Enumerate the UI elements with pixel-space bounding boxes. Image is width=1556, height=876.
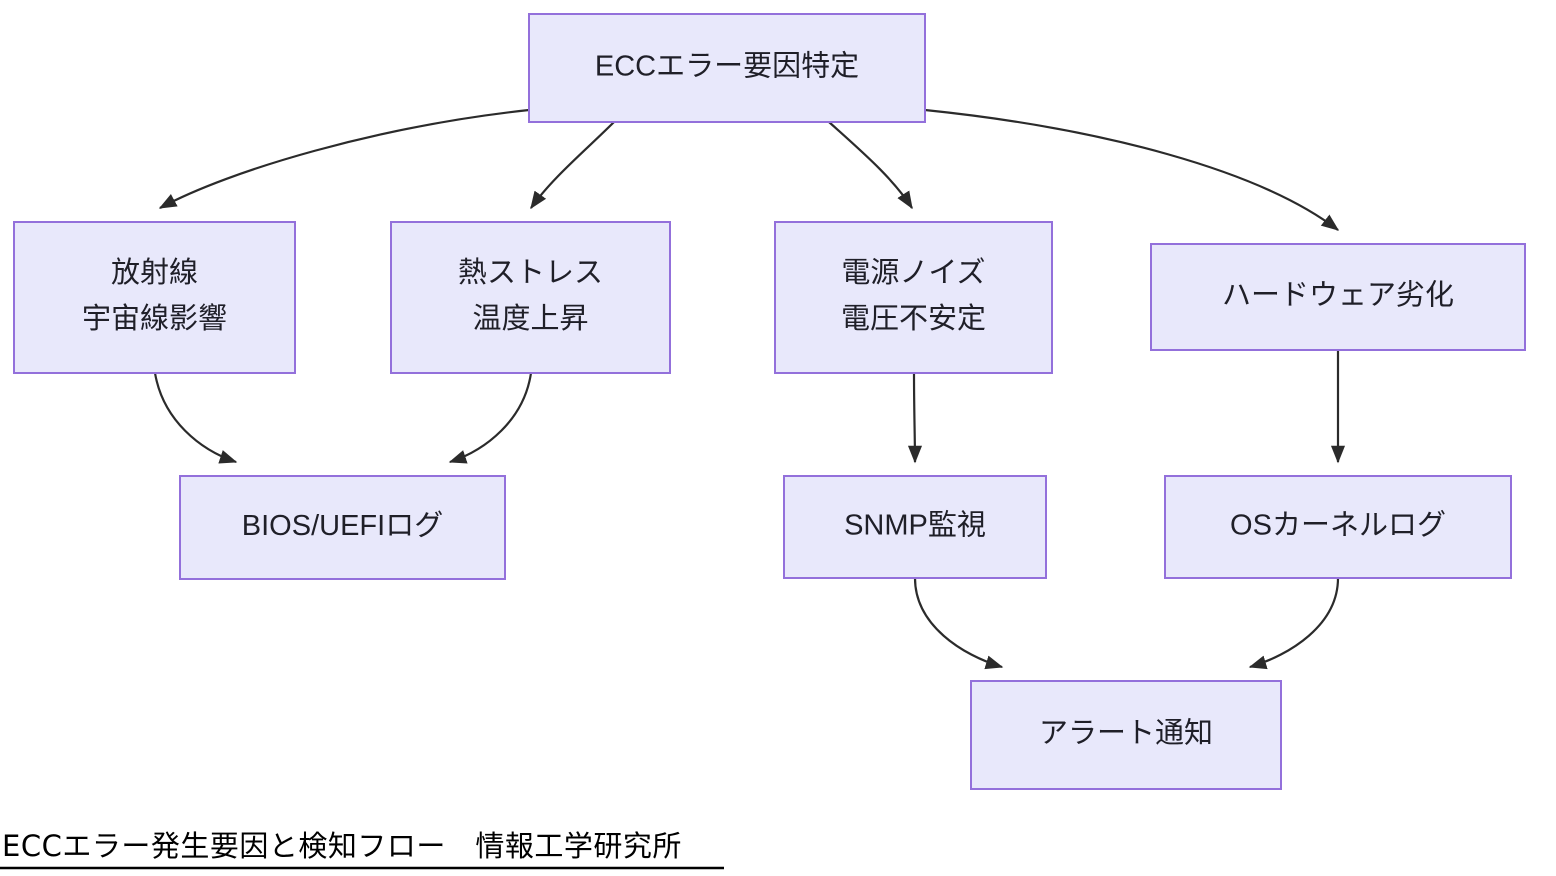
node-hardware[interactable]: ハードウェア劣化 [1150, 243, 1526, 351]
node-label-bioslog: BIOS/UEFIログ [242, 509, 443, 542]
node-box-hardware[interactable] [1150, 243, 1526, 351]
node-root[interactable]: ECCエラー要因特定 [528, 13, 926, 123]
node-box-root[interactable] [528, 13, 926, 123]
caption-group: ECCエラー発生要因と検知フロー 情報工学研究所 [0, 829, 724, 870]
node-alert[interactable]: アラート通知 [970, 680, 1282, 790]
edge-root-radiation [158, 108, 530, 209]
node-oskernel[interactable]: OSカーネルログ [1164, 475, 1512, 579]
edge-radiation-bioslog [153, 372, 238, 464]
node-label-oskernel: OSカーネルログ [1230, 509, 1446, 542]
edge-snmp-alert [913, 577, 1004, 670]
node-label-hardware: ハードウェア劣化 [1222, 279, 1454, 312]
edges-layer [153, 108, 1346, 670]
node-box-alert[interactable] [970, 680, 1282, 790]
node-label-radiation-line1: 放射線 [111, 256, 198, 289]
edge-thermal-bioslog [448, 372, 533, 464]
node-box-snmp[interactable] [783, 475, 1047, 579]
node-bioslog[interactable]: BIOS/UEFIログ [179, 475, 506, 580]
node-box-radiation[interactable] [13, 221, 296, 374]
node-box-bioslog[interactable] [179, 475, 506, 580]
node-label-alert: アラート通知 [1039, 717, 1213, 750]
edge-root-hardware [924, 108, 1340, 231]
node-label-radiation-line2: 宇宙線影響 [82, 302, 227, 335]
nodes-layer: ECCエラー要因特定放射線宇宙線影響熱ストレス温度上昇電源ノイズ電圧不安定ハード… [13, 13, 1526, 790]
node-label-snmp: SNMP監視 [844, 509, 986, 542]
node-label-power-line2: 電圧不安定 [841, 302, 986, 335]
edge-root-power [828, 121, 913, 210]
edge-root-thermal [530, 121, 615, 210]
node-label-root: ECCエラー要因特定 [595, 50, 859, 83]
node-box-thermal[interactable] [390, 221, 671, 374]
node-box-oskernel[interactable] [1164, 475, 1512, 579]
diagram-caption: ECCエラー発生要因と検知フロー 情報工学研究所 [2, 829, 682, 863]
node-label-thermal-line2: 温度上昇 [472, 302, 588, 335]
node-box-power[interactable] [774, 221, 1053, 374]
node-label-thermal-line1: 熱ストレス [458, 256, 603, 289]
node-label-power-line1: 電源ノイズ [841, 256, 985, 289]
node-snmp[interactable]: SNMP監視 [783, 475, 1047, 579]
edge-oskernel-alert [1248, 577, 1340, 670]
edge-power-snmp [907, 372, 923, 464]
